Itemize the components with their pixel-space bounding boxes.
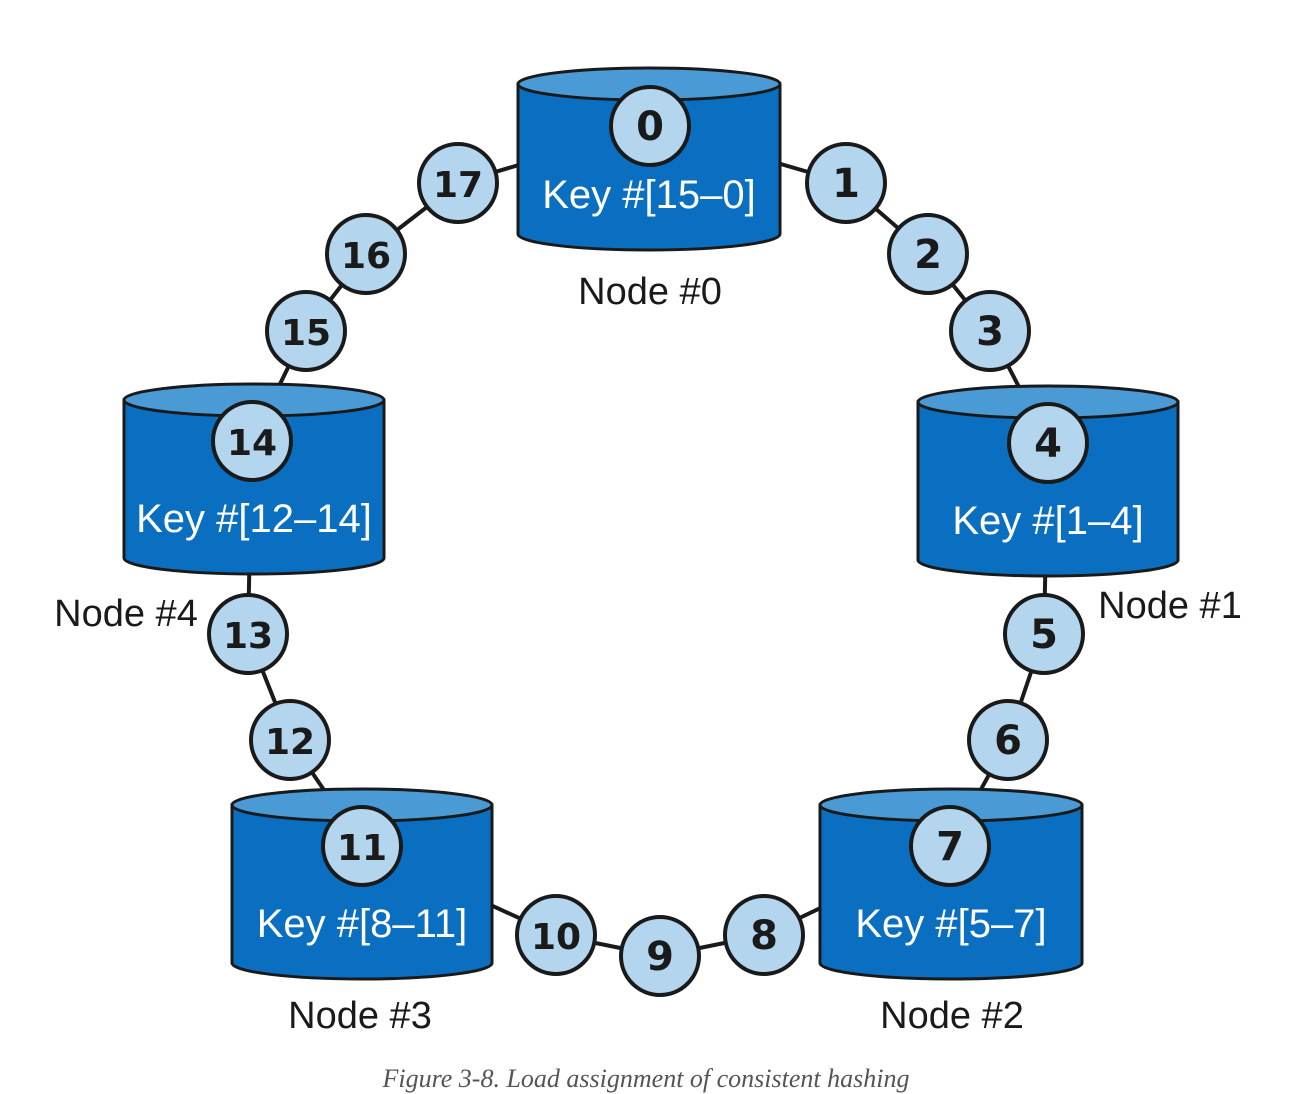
node-2-cylinder-body (818, 803, 1084, 981)
token-14: 14 (211, 400, 293, 482)
token-5-number: 5 (1030, 612, 1058, 658)
node-0-label: Node #0 (578, 271, 722, 313)
token-16: 16 (325, 213, 407, 295)
token-14-number: 14 (227, 423, 277, 464)
node-4-cylinder: Key #[12–14] (122, 382, 386, 576)
node-2-key-range: Key #[5–7] (855, 902, 1046, 946)
token-13-circle (207, 593, 289, 675)
token-9-circle (619, 915, 701, 997)
token-2: 2 (887, 213, 969, 295)
token-8-number: 8 (750, 913, 778, 959)
node-3-label: Node #3 (288, 995, 432, 1037)
node-1-key-range: Key #[1–4] (952, 499, 1143, 543)
token-0-number: 0 (636, 104, 664, 150)
token-6: 6 (967, 699, 1049, 781)
node-0-cylinder-body (516, 82, 782, 252)
token-12-number: 12 (265, 722, 315, 763)
token-4: 4 (1007, 402, 1089, 484)
token-13-number: 13 (223, 616, 273, 657)
token-1: 1 (805, 142, 887, 224)
node-0-key-range: Key #[15–0] (542, 173, 756, 217)
token-17-number: 17 (433, 165, 483, 206)
token-13: 13 (207, 593, 289, 675)
node-4-label: Node #4 (54, 593, 198, 635)
token-10-number: 10 (531, 917, 581, 958)
token-11-circle (321, 805, 403, 887)
token-16-number: 16 (341, 236, 391, 277)
token-0-circle (609, 85, 691, 167)
token-8-circle (723, 894, 805, 976)
token-5-circle (1003, 593, 1085, 675)
node-2-cylinder: Key #[5–7] (818, 787, 1084, 981)
node-4-cylinder-body (122, 398, 386, 576)
token-10-circle (515, 894, 597, 976)
node-3-key-range: Key #[8–11] (257, 902, 468, 946)
node-4-key-range: Key #[12–14] (136, 497, 372, 541)
token-15-circle (265, 290, 347, 372)
token-12-circle (249, 699, 331, 781)
node-cylinders: Key #[15–0] Key #[1–4] Key #[5–7] Key #[8–1… (122, 66, 1180, 981)
token-4-circle (1007, 402, 1089, 484)
token-10: 10 (515, 894, 597, 976)
token-9: 9 (619, 915, 701, 997)
token-9-number: 9 (646, 934, 674, 980)
token-3-number: 3 (976, 309, 1004, 355)
token-6-circle (967, 699, 1049, 781)
token-11-number: 11 (337, 828, 387, 869)
token-4-number: 4 (1034, 421, 1062, 467)
node-3-cylinder-body (230, 803, 494, 981)
token-12: 12 (249, 699, 331, 781)
token-11: 11 (321, 805, 403, 887)
token-1-circle (805, 142, 887, 224)
token-15: 15 (265, 290, 347, 372)
token-2-circle (887, 213, 969, 295)
token-8: 8 (723, 894, 805, 976)
token-5: 5 (1003, 593, 1085, 675)
token-16-circle (325, 213, 407, 295)
token-7-circle (909, 805, 991, 887)
token-0: 0 (609, 85, 691, 167)
token-15-number: 15 (281, 313, 331, 354)
node-1-cylinder-body (916, 400, 1180, 578)
token-7: 7 (909, 805, 991, 887)
token-14-circle (211, 400, 293, 482)
node-1-label: Node #1 (1098, 585, 1242, 627)
token-3: 3 (949, 290, 1031, 372)
node-2-label: Node #2 (880, 995, 1024, 1037)
token-2-number: 2 (914, 232, 942, 278)
token-7-number: 7 (936, 824, 964, 870)
token-6-number: 6 (994, 718, 1022, 764)
token-17-circle (417, 142, 499, 224)
figure-caption: Figure 3-8. Load assignment of consisten… (382, 1064, 910, 1093)
node-0-cylinder: Key #[15–0] (516, 66, 782, 252)
token-17: 17 (417, 142, 499, 224)
node-labels: Node #0 Node #1 Node #2 Node #3 Node #4 (54, 271, 1242, 1037)
token-1-number: 1 (832, 161, 860, 207)
token-3-circle (949, 290, 1031, 372)
